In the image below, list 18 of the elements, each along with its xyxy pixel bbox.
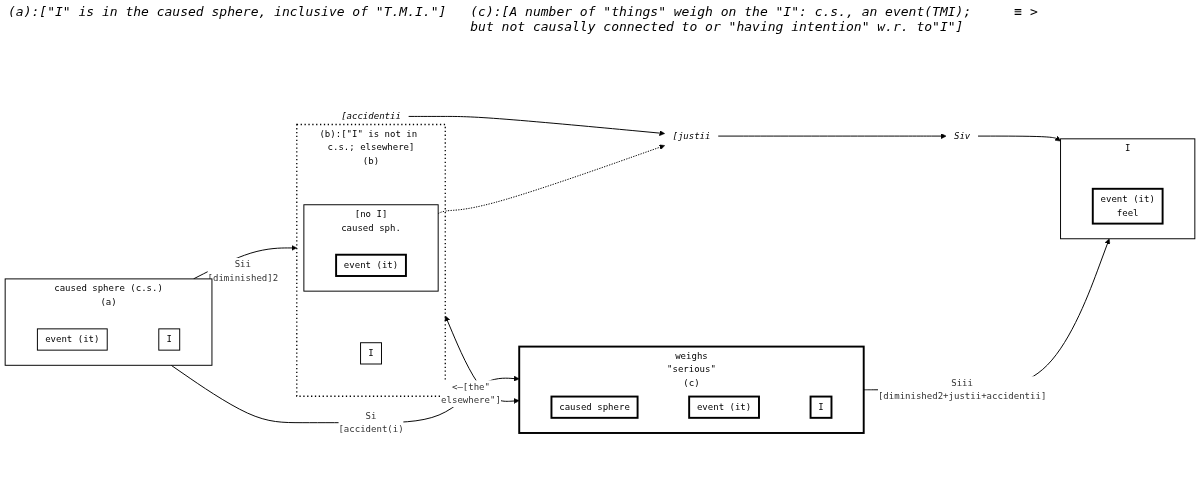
note-text: (a):["I" is in the caused sphere, inclusive of "T.M.I."]: [8, 4, 447, 21]
node-box: event (it): [36, 328, 108, 351]
node-box: I: [158, 328, 181, 351]
node-text: [justii: [672, 130, 711, 141]
note-text: ≡ >: [1014, 4, 1038, 21]
edge-label: Siii [diminished2+justii+accidentii]: [877, 377, 1047, 402]
edge-label: Si [accident(i): [338, 410, 404, 435]
node-box: event (it): [688, 395, 760, 419]
node-text: [accidentii: [341, 110, 401, 122]
node-box: I: [360, 342, 382, 365]
note-text: (c):[A number of "things" weigh on the "I": c.s., an event(TMI); but not causally connected to or "having intention" w.r. to"I"]: [470, 4, 973, 36]
node-box: I: [809, 395, 833, 419]
node-box: event (it): [335, 253, 407, 277]
node-box: caused sphere: [550, 395, 639, 419]
node-box: event (it) feel: [1091, 187, 1164, 225]
edge-label: <–[the" elsewhere"]: [441, 381, 501, 406]
node-text: Siv: [953, 130, 971, 141]
edge-label: Sii [diminished]2: [207, 258, 279, 283]
